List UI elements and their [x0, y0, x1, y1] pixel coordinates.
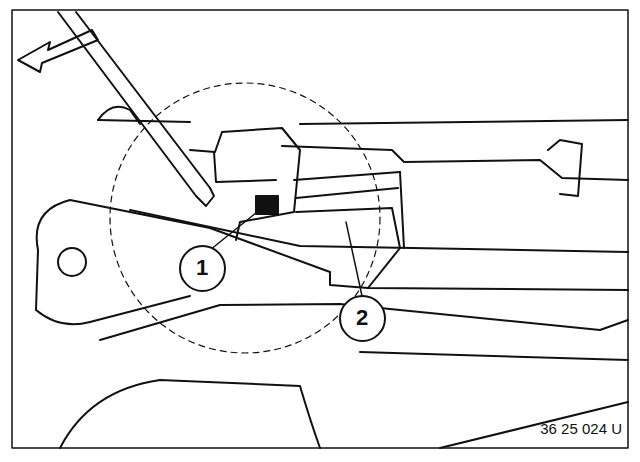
callout-number: 2 [356, 307, 368, 329]
screwdriver-tip [196, 188, 214, 206]
rail-top [282, 146, 628, 180]
clip-face [214, 152, 276, 182]
rail-end [98, 107, 140, 124]
callout-number: 1 [196, 257, 208, 279]
callout-circle: 1 [179, 245, 226, 292]
plate-step [368, 248, 628, 290]
leader-line [210, 208, 262, 250]
housing [60, 380, 320, 448]
callout-circle: 2 [339, 295, 386, 342]
plate-line [360, 352, 628, 360]
bracket-lower [36, 250, 190, 324]
leader-line [346, 222, 362, 296]
frame [12, 10, 628, 448]
bracket-hole [58, 248, 86, 276]
clip [190, 128, 300, 240]
housing-edge [440, 402, 628, 448]
screwdriver [58, 12, 210, 196]
clip-slot [256, 196, 278, 214]
tab [548, 140, 582, 196]
rail-end-face [400, 172, 404, 248]
figure-code: 36 25 024 U [540, 420, 622, 437]
rail-part [294, 172, 400, 248]
rail-edge [98, 120, 628, 124]
